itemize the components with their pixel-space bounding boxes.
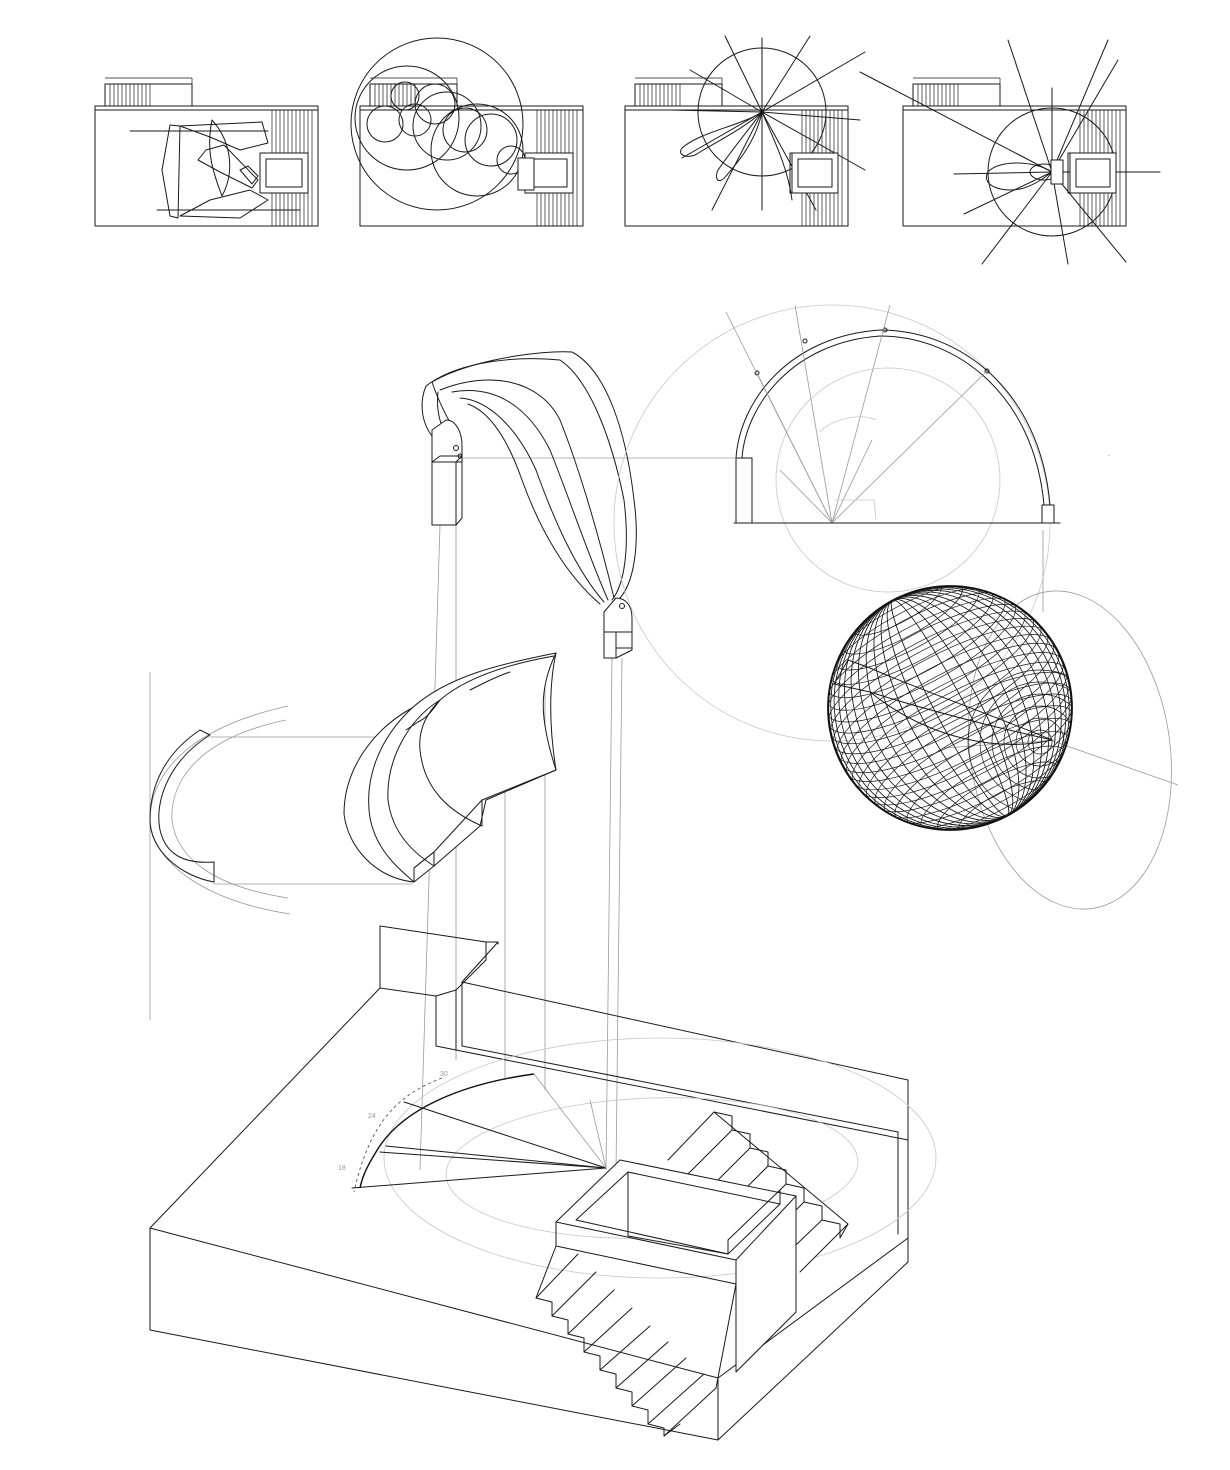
plan-study-1 [94, 77, 319, 227]
angle-label-18: 18 [338, 1165, 346, 1172]
angle-label-24: 24 [368, 1113, 376, 1120]
curved-wall [149, 652, 557, 915]
arch-construction [613, 304, 1111, 742]
plan-row [94, 35, 1161, 265]
shell-canopy [421, 351, 637, 659]
plan-study-2 [350, 37, 584, 227]
plan-study-4 [859, 39, 1161, 265]
plan-study-3 [624, 35, 866, 227]
sphere-study [827, 585, 1179, 910]
front-stair [535, 1245, 737, 1437]
angle-label-30: 30 [440, 1071, 448, 1078]
well-box [555, 1159, 797, 1373]
plinth-base: 30 24 18 [149, 925, 937, 1441]
